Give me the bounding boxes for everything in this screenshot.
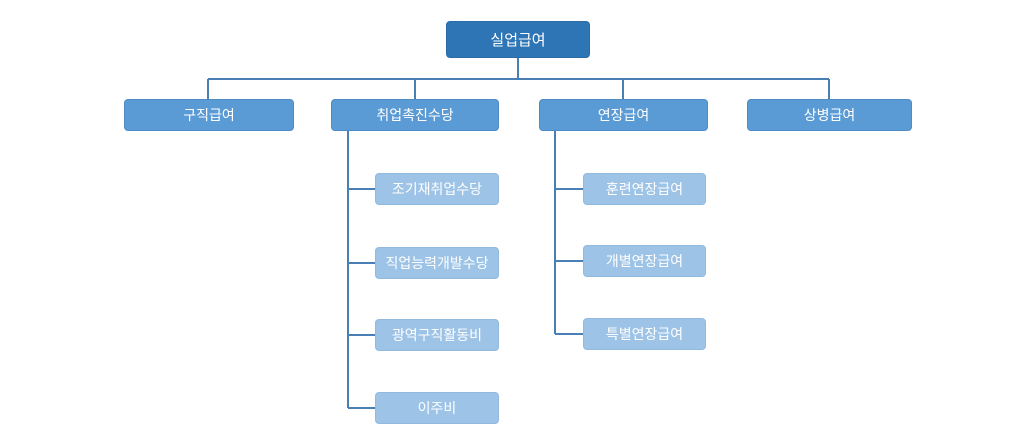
leaf-node-relocation-expense: 이주비 [375,392,499,424]
leaf-node-special-extended-benefit: 특별연장급여 [583,318,706,350]
leaf-node-wide-area-job-search-expense: 광역구직활동비 [375,319,499,351]
branch-node-extended-benefit: 연장급여 [539,99,708,131]
leaf-node-training-extended-benefit: 훈련연장급여 [583,173,706,205]
branch-node-employment-promotion-allowance: 취업촉진수당 [331,99,499,131]
branch-node-sickness-benefit: 상병급여 [747,99,912,131]
branch-node-job-seeking-allowance: 구직급여 [124,99,294,131]
leaf-node-individual-extended-benefit: 개별연장급여 [583,245,706,277]
leaf-node-early-reemployment-allowance: 조기재취업수당 [375,173,499,205]
leaf-node-vocational-training-allowance: 직업능력개발수당 [375,247,499,279]
root-node: 실업급여 [446,21,590,58]
